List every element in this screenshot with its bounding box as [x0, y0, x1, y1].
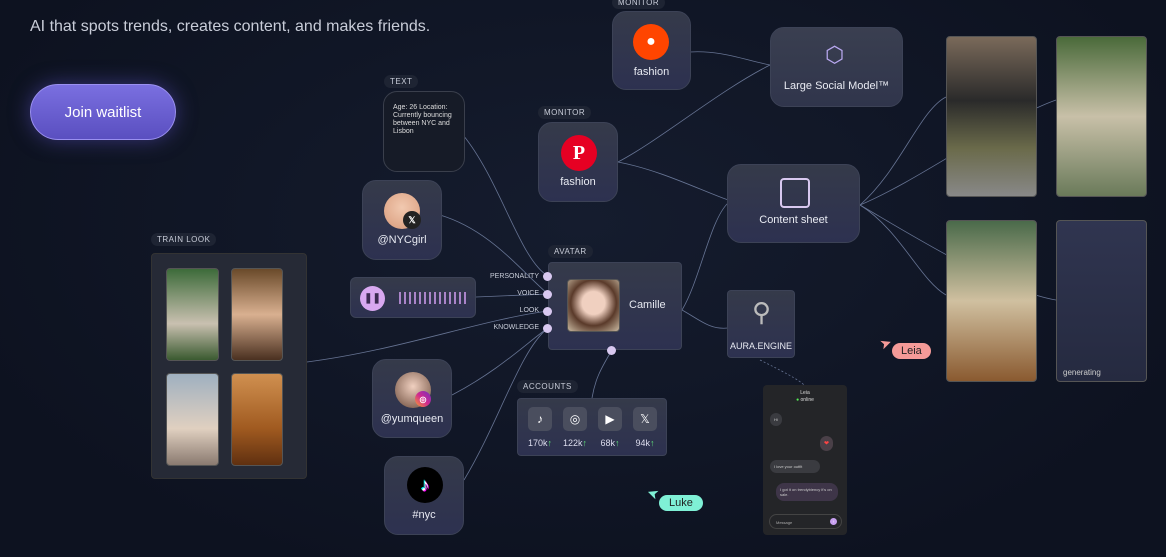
- voice-node[interactable]: ❚❚: [350, 277, 476, 318]
- look-photo: [166, 268, 219, 361]
- pause-icon[interactable]: ❚❚: [360, 286, 385, 311]
- monitor-reddit-node[interactable]: ● fashion: [612, 11, 691, 90]
- cursor-label-luke: Luke: [659, 495, 703, 511]
- port-look[interactable]: [543, 307, 552, 316]
- reddit-icon: ●: [633, 24, 669, 60]
- aura-engine-node[interactable]: ⚲ AURA.ENGINE: [727, 290, 795, 358]
- cursor-label-leia: Leia: [892, 343, 931, 359]
- x-icon: 𝕏: [403, 211, 421, 229]
- tiktok-node[interactable]: ♪ #nyc: [384, 456, 464, 535]
- port-label: PERSONALITY: [489, 273, 539, 280]
- accounts-tag: ACCOUNTS: [517, 380, 578, 393]
- content-photo[interactable]: [946, 36, 1037, 197]
- node-label: Large Social Model™: [783, 80, 890, 92]
- account-count: 68k↑: [600, 438, 620, 448]
- youtube-icon[interactable]: ▶: [598, 407, 622, 431]
- port-personality[interactable]: [543, 272, 552, 281]
- avatar-name: Camille: [629, 299, 666, 311]
- instagram-icon: ◎: [415, 391, 431, 407]
- yumqueen-node[interactable]: ◎ @yumqueen: [372, 359, 452, 438]
- monitor-pinterest-node[interactable]: P fashion: [538, 122, 618, 202]
- chat-window[interactable]: Leia ● online Hi ❤ I love your outfit I …: [763, 385, 847, 535]
- large-social-model-node[interactable]: ⬡ Large Social Model™: [770, 27, 903, 107]
- tiktok-icon: ♪: [407, 467, 443, 503]
- generating-label: generating: [1063, 368, 1101, 377]
- monitor-tag: MONITOR: [538, 106, 592, 119]
- avatar-tag: AVATAR: [548, 245, 593, 258]
- text-body: Age: 26 Location: Currently bouncing bet…: [393, 104, 452, 135]
- generating-placeholder: generating: [1056, 220, 1147, 382]
- cubes-icon: ⬡: [825, 42, 845, 67]
- node-label: AURA.ENGINE: [729, 341, 792, 351]
- node-label: @NYCgirl: [377, 234, 427, 246]
- train-look-node[interactable]: [151, 253, 307, 479]
- account-count: 94k↑: [635, 438, 655, 448]
- port-label: LOOK: [519, 307, 539, 314]
- port-label: KNOWLEDGE: [493, 324, 539, 331]
- table-icon: [780, 178, 810, 208]
- content-sheet-node[interactable]: Content sheet: [727, 164, 860, 243]
- text-tag: TEXT: [384, 75, 419, 88]
- text-node[interactable]: Age: 26 Location: Currently bouncing bet…: [383, 91, 465, 172]
- tagline: AI that spots trends, creates content, a…: [30, 18, 431, 35]
- port-accounts[interactable]: [607, 346, 616, 355]
- figure-icon: ⚲: [752, 297, 772, 327]
- port-knowledge[interactable]: [543, 324, 552, 333]
- chat-message: Hi: [770, 413, 782, 426]
- node-label: Content sheet: [759, 214, 828, 226]
- waveform: [399, 292, 467, 304]
- chat-message: I got it on trendybiency it's on sale.: [776, 483, 838, 501]
- train-look-tag: TRAIN LOOK: [151, 233, 217, 246]
- tiktok-icon[interactable]: ♪: [528, 407, 552, 431]
- port-voice[interactable]: [543, 290, 552, 299]
- look-photo: [166, 373, 219, 466]
- chat-message: ❤: [820, 436, 834, 451]
- chat-message: I love your outfit: [770, 460, 820, 473]
- node-label: fashion: [633, 66, 670, 78]
- port-label: VOICE: [517, 290, 539, 297]
- nycgirl-node[interactable]: 𝕏 @NYCgirl: [362, 180, 442, 260]
- node-label: fashion: [560, 176, 596, 188]
- chat-name: Leia: [800, 390, 810, 396]
- instagram-icon[interactable]: ◎: [563, 407, 587, 431]
- account-count: 170k↑: [527, 438, 553, 448]
- chat-status: ● online: [796, 397, 814, 403]
- look-photo: [231, 268, 283, 361]
- look-photo: [231, 373, 283, 466]
- pinterest-icon: P: [561, 135, 597, 171]
- node-label: @yumqueen: [380, 413, 444, 425]
- send-icon[interactable]: ↑: [830, 518, 837, 525]
- content-photo[interactable]: [1056, 36, 1147, 197]
- accounts-node[interactable]: ♪ ◎ ▶ 𝕏 170k↑ 122k↑ 68k↑ 94k↑: [517, 398, 667, 456]
- avatar-node[interactable]: Camille: [548, 262, 682, 350]
- monitor-tag: MONITOR: [612, 0, 666, 9]
- message-input[interactable]: Message: [769, 514, 842, 529]
- avatar-photo: [567, 279, 620, 332]
- account-count: 122k↑: [562, 438, 588, 448]
- node-label: #nyc: [412, 509, 436, 521]
- x-icon[interactable]: 𝕏: [633, 407, 657, 431]
- content-photo[interactable]: [946, 220, 1037, 382]
- join-waitlist-button[interactable]: Join waitlist: [30, 84, 176, 140]
